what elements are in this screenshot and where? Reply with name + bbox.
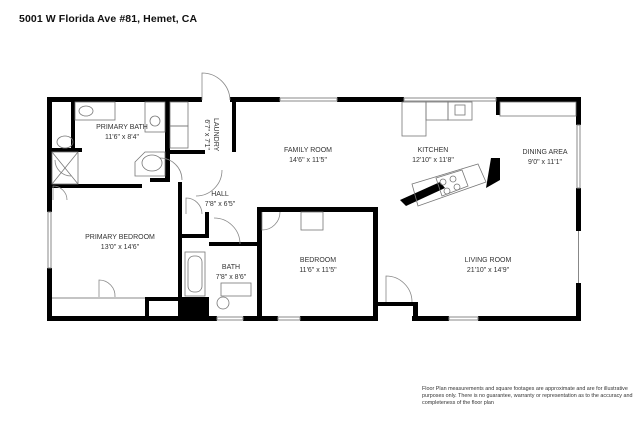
room-dimensions: 21'10" x 14'9" xyxy=(466,267,510,274)
room-name: PRIMARY BATH xyxy=(96,124,148,131)
room-name: BEDROOM xyxy=(299,257,337,264)
room-dimensions: 7'8" x 6'5" xyxy=(204,201,236,208)
page-title: 5001 W Florida Ave #81, Hemet, CA xyxy=(19,13,198,25)
room-family-room: FAMILY ROOM 14'6" x 11'5" xyxy=(268,146,348,166)
room-dimensions: 12'10" x 11'8" xyxy=(412,157,454,164)
room-dimensions: 11'6" x 11'5" xyxy=(299,267,337,274)
room-living-room: LIVING ROOM 21'10" x 14'9" xyxy=(448,256,528,276)
room-name: KITCHEN xyxy=(417,147,449,154)
room-dimensions: 13'0" x 14'6" xyxy=(100,244,140,251)
room-dimensions: 14'6" x 11'5" xyxy=(289,157,327,164)
room-primary-bedroom: PRIMARY BEDROOM 13'0" x 14'6" xyxy=(70,233,170,253)
room-dimensions: 11'6" x 8'4" xyxy=(105,134,139,141)
room-name: PRIMARY BEDROOM xyxy=(85,234,155,241)
room-hall: HALL 7'8" x 6'5" xyxy=(190,190,250,210)
room-name: LIVING ROOM xyxy=(464,257,512,264)
room-laundry: LAUNDRY 6'7" x 7'1" xyxy=(202,118,220,151)
room-dimensions: 9'0" x 11'1" xyxy=(528,159,562,166)
room-primary-bath: PRIMARY BATH 11'6" x 8'4" xyxy=(82,123,162,143)
room-kitchen: KITCHEN 12'10" x 11'8" xyxy=(393,146,473,166)
room-name: FAMILY ROOM xyxy=(284,147,332,154)
room-name: BATH xyxy=(221,264,241,271)
room-dimensions: 6'7" x 7'1" xyxy=(203,119,210,150)
room-dimensions: 7'8" x 8'6" xyxy=(215,274,247,281)
room-dining-area: DINING AREA 9'0" x 11'1" xyxy=(505,148,585,168)
room-bedroom: BEDROOM 11'6" x 11'5" xyxy=(278,256,358,276)
room-name: LAUNDRY xyxy=(212,118,219,152)
room-name: HALL xyxy=(211,191,229,198)
room-bath: BATH 7'8" x 8'6" xyxy=(206,263,256,283)
disclaimer-text: Floor Plan measurements and square foota… xyxy=(422,386,633,406)
room-name: DINING AREA xyxy=(522,149,568,156)
